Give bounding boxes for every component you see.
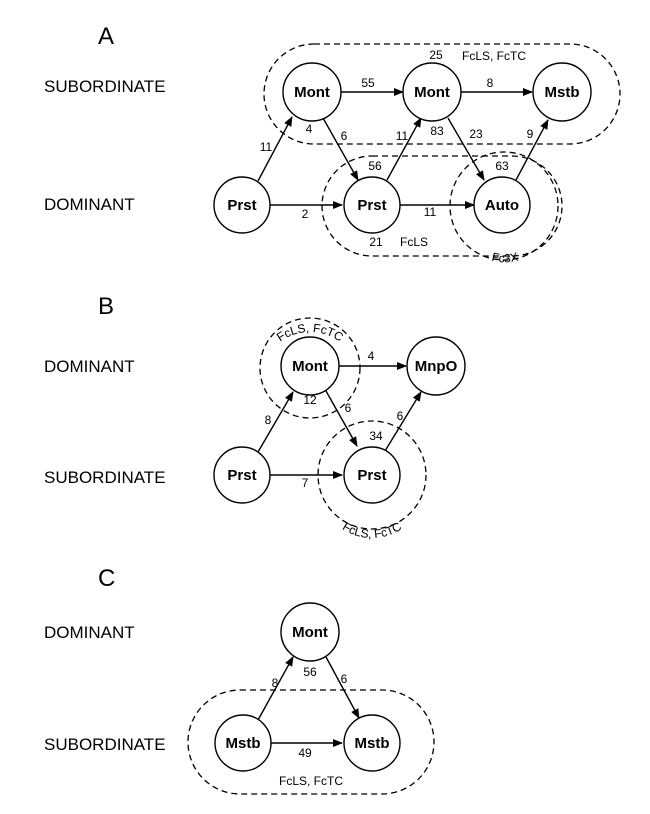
panel-a-row-top-label: SUBORDINATE [44, 77, 166, 96]
panel-c-edge-label-mstb-mont: 8 [272, 676, 279, 690]
panel-a-node-mstb: Mstb [532, 62, 592, 122]
panel-a-edge-prst-to-mont-upper [386, 117, 422, 181]
panel-a-node-auto: Auto [473, 176, 531, 234]
panel-a-edge-mont-to-prst [322, 117, 359, 181]
panel-a-node-mont-left-label: Mont [294, 84, 330, 101]
panel-b-node-prst-left: Prst [213, 446, 271, 504]
panel-b-mont-group-boundary [259, 317, 361, 419]
panel-b-node-mont-label: Mont [292, 358, 328, 375]
panel-c-node-mont: Mont [280, 602, 340, 662]
panel-a-value-prst-group: 21 [369, 235, 383, 249]
panel-b-edge-label-mont-prst: 6 [345, 401, 352, 415]
panel-c-letter: C [98, 565, 115, 592]
panel-b-node-prst-right: Prst [343, 446, 401, 504]
panel-c-edge-mont-to-mstb [325, 656, 360, 719]
panel-a-node-mont-left: Mont [282, 62, 342, 122]
panel-a-subordinate-group-label: FcLS, FcTC [462, 49, 526, 63]
panel-b-edge-label-prst-mnpo: 6 [397, 409, 404, 423]
panel-a-edge-label-prst-prst: 2 [302, 207, 309, 221]
panel-c-edge-mstb-to-mont [257, 656, 294, 721]
panel-c-edge-label-mont-mstb: 6 [341, 672, 348, 686]
panel-a-node-mstb-label: Mstb [545, 84, 580, 101]
panel-a-edge-mont-to-auto [447, 117, 485, 181]
panel-a-auto-group-boundary [449, 151, 559, 261]
panel-a-node-prst-right: Prst [343, 176, 401, 234]
panel-a-prst-group-boundary [321, 155, 563, 257]
panel-b-node-mnpo-label: MnpO [415, 358, 458, 375]
panel-b-node-prst-left-label: Prst [227, 467, 256, 484]
panel-a-node-prst-right-label: Prst [357, 197, 386, 214]
panel-a-node-mont-right: Mont [402, 62, 462, 122]
panel-a-edge-label-prst-mont: 11 [260, 140, 273, 154]
panel-a-prst-group-label: FcLS [400, 235, 428, 249]
panel-a-node-auto-label: Auto [485, 197, 519, 214]
panel-b-node-prst-right-label: Prst [357, 467, 386, 484]
panel-a-edge-label-mont-prst: 6 [341, 129, 348, 143]
panel-a-value-auto: 63 [495, 159, 509, 173]
panel-c-node-mont-label: Mont [292, 624, 328, 641]
panel-c-subordinate-group-label: FcLS, FcTC [279, 774, 343, 788]
panel-c-node-mstb-left: Mstb [214, 714, 272, 772]
panel-c-edge-label-mstb-mstb: 49 [298, 746, 312, 760]
panel-b-edge-label-prst-prst: 7 [302, 476, 309, 490]
panel-a-value-mont-right-bottom: 83 [430, 124, 444, 138]
panel-a: A SUBORDINATE DOMINANT Mont Mont Mstb [44, 23, 621, 266]
panel-b: B DOMINANT SUBORDINATE Mont MnpO Prst Pr… [44, 293, 466, 541]
panel-b-value-mont: 12 [303, 393, 317, 407]
panel-a-row-bottom-label: DOMINANT [44, 195, 135, 214]
panel-b-row-bottom-label: SUBORDINATE [44, 468, 166, 487]
panel-c-subordinate-group-boundary [187, 689, 435, 795]
panel-a-letter: A [98, 23, 114, 50]
panel-c-value-mont: 56 [303, 665, 317, 679]
panel-a-edge-label-mont-mont: 55 [361, 76, 375, 90]
panel-b-edge-mont-to-prst [325, 390, 358, 447]
panel-b-node-mnpo: MnpO [406, 336, 466, 396]
panel-a-edge-label-auto-mstb: 9 [527, 127, 534, 141]
panel-b-edge-prst-to-mont [257, 391, 294, 453]
panel-c-row-bottom-label: SUBORDINATE [44, 735, 166, 754]
panel-a-edge-label-prst-mont-upper: 11 [396, 129, 409, 143]
panel-b-edge-label-prst-mont: 8 [265, 413, 272, 427]
panel-a-value-prst-right: 56 [368, 159, 382, 173]
panel-a-edge-label-prst-auto: 11 [424, 205, 437, 219]
panel-c-node-mstb-right-label: Mstb [355, 735, 390, 752]
panel-c-node-mstb-right: Mstb [343, 714, 401, 772]
panel-b-letter: B [98, 293, 114, 320]
panel-b-prst-group-label: FcLS, FcTC [340, 519, 404, 541]
panel-b-node-mont: Mont [280, 336, 340, 396]
panel-a-node-prst-left-label: Prst [227, 197, 256, 214]
panel-c: C DOMINANT SUBORDINATE Mont Mstb Mstb 8 … [44, 565, 435, 795]
panel-b-edge-prst-to-mnpo [384, 391, 422, 452]
panel-b-value-prst-right: 34 [369, 429, 383, 443]
panel-a-value-mont-left: 4 [306, 122, 313, 136]
panel-c-row-top-label: DOMINANT [44, 623, 135, 642]
panel-a-edge-label-mont-auto: 23 [469, 127, 483, 141]
panel-a-subordinate-group-boundary [263, 43, 621, 145]
panel-a-edge-label-mont-mstb: 8 [487, 76, 494, 90]
panel-c-node-mstb-left-label: Mstb [226, 735, 261, 752]
panel-a-node-mont-right-label: Mont [414, 84, 450, 101]
panel-a-edge-auto-to-mstb [515, 119, 549, 181]
panel-a-value-mont-right-top: 25 [429, 48, 443, 62]
panel-b-row-top-label: DOMINANT [44, 357, 135, 376]
panel-b-edge-label-mont-mnpo: 4 [368, 349, 375, 363]
panel-a-edge-prst-to-mont [257, 116, 293, 182]
panel-a-node-prst-left: Prst [213, 176, 271, 234]
panel-b-prst-group-boundary [317, 420, 427, 530]
panel-a-auto-group-label: Fc3X [490, 250, 519, 266]
